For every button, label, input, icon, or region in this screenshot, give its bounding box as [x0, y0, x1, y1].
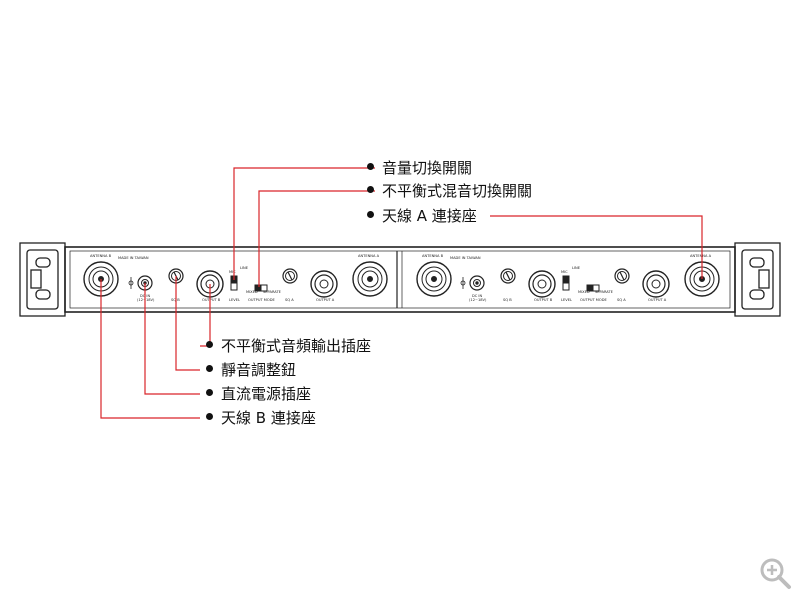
- bullet-icon: [367, 163, 374, 170]
- leader-antenna-a: [490, 215, 703, 279]
- output-mode-switch-right: [586, 284, 600, 292]
- callout-label: 音量切換開關: [382, 159, 473, 177]
- bullet-icon: [206, 365, 213, 372]
- output-a-jack-right: [642, 270, 670, 298]
- leader-squelch-knob: [175, 276, 200, 371]
- dc-spec-label-left: (12~18V): [137, 298, 155, 302]
- antenna-a-label-left: ANTENNA A: [358, 254, 380, 258]
- bullet-icon: [206, 413, 213, 420]
- output-a-jack-left: [310, 270, 338, 298]
- output-b-label-right: OUTPUT B: [534, 298, 553, 302]
- sq-a-label-left: SQ A: [285, 298, 294, 302]
- callout-label: 不平衡式混音切換開關: [382, 182, 533, 200]
- dc-in-label-right: DC IN: [472, 294, 482, 298]
- dc-jack-right: [469, 275, 485, 291]
- output-mode-label-left: OUTPUT MODE: [248, 298, 275, 302]
- callout-squelch-knob: 靜音調整鈕: [206, 361, 296, 379]
- dc-polarity-symbol-right: [460, 277, 466, 289]
- separate-label-left: SEPARATE: [263, 290, 282, 294]
- leader-dc-jack: [144, 283, 200, 395]
- output-a-label-right: OUTPUT A: [648, 298, 667, 302]
- callout-label: 靜音調整鈕: [221, 361, 297, 379]
- antenna-b-label-left: ANTENNA B: [90, 254, 112, 258]
- antenna-a-label-right: ANTENNA A: [690, 254, 712, 258]
- level-label-left: LEVEL: [229, 298, 240, 302]
- bullet-icon: [367, 186, 374, 193]
- callout-label: 直流電源插座: [221, 385, 312, 403]
- antenna-b-label-right: ANTENNA B: [422, 254, 444, 258]
- antenna-a-connector-left: [352, 261, 388, 297]
- separate-label-right: SEPARATE: [595, 290, 614, 294]
- level-label-right: LEVEL: [561, 298, 572, 302]
- squelch-b-knob-right: [500, 268, 516, 284]
- bullet-icon: [367, 211, 374, 218]
- callout-antenna-a: 天線 A 連接座: [367, 207, 477, 225]
- mixed-label-right: MIXED: [578, 290, 590, 294]
- dc-polarity-symbol-left: [128, 277, 134, 289]
- mixed-label-left: MIXED: [246, 290, 258, 294]
- left-rack-ear: [19, 242, 66, 317]
- bullet-icon: [206, 341, 213, 348]
- made-in-label-right: MADE IN TAIWAN: [450, 256, 481, 260]
- level-switch-right: [562, 275, 570, 291]
- callout-mix-switch: 不平衡式混音切換開關: [367, 182, 532, 200]
- made-in-label-left: MADE IN TAIWAN: [118, 256, 149, 260]
- callout-label: 天線 B 連接座: [221, 409, 316, 427]
- sq-b-label-right: SQ B: [503, 298, 512, 302]
- squelch-a-knob-left: [282, 268, 298, 284]
- output-b-jack-right: [528, 270, 556, 298]
- dc-spec-label-right: (12~18V): [469, 298, 487, 302]
- squelch-a-knob-right: [614, 268, 630, 284]
- antenna-b-connector-right: [416, 261, 452, 297]
- line-label-left: LINE: [240, 266, 249, 270]
- zoom-in-icon: [760, 558, 791, 589]
- output-b-label-left: OUTPUT B: [202, 298, 221, 302]
- callout-output-jack: 不平衡式音頻輸出插座: [206, 337, 371, 355]
- leader-antenna-b: [100, 279, 200, 419]
- bullet-icon: [206, 389, 213, 396]
- sq-a-label-right: SQ A: [617, 298, 626, 302]
- callout-antenna-b: 天線 B 連接座: [206, 409, 316, 427]
- mic-label-right: MIC: [561, 270, 568, 274]
- callout-volume-switch: 音量切換開關: [367, 159, 472, 177]
- callout-label: 不平衡式音頻輸出插座: [221, 337, 372, 355]
- right-rack-ear: [734, 242, 781, 317]
- zoom-in-button[interactable]: [758, 556, 792, 590]
- leader-mix-switch: [258, 190, 375, 287]
- output-a-label-left: OUTPUT A: [316, 298, 335, 302]
- leader-volume-switch: [233, 167, 375, 280]
- callout-dc-jack: 直流電源插座: [206, 385, 311, 403]
- line-label-right: LINE: [572, 266, 581, 270]
- callout-label: 天線 A 連接座: [382, 207, 477, 225]
- mic-label-left: MIC: [229, 270, 236, 274]
- chassis: [64, 246, 736, 313]
- output-mode-label-right: OUTPUT MODE: [580, 298, 607, 302]
